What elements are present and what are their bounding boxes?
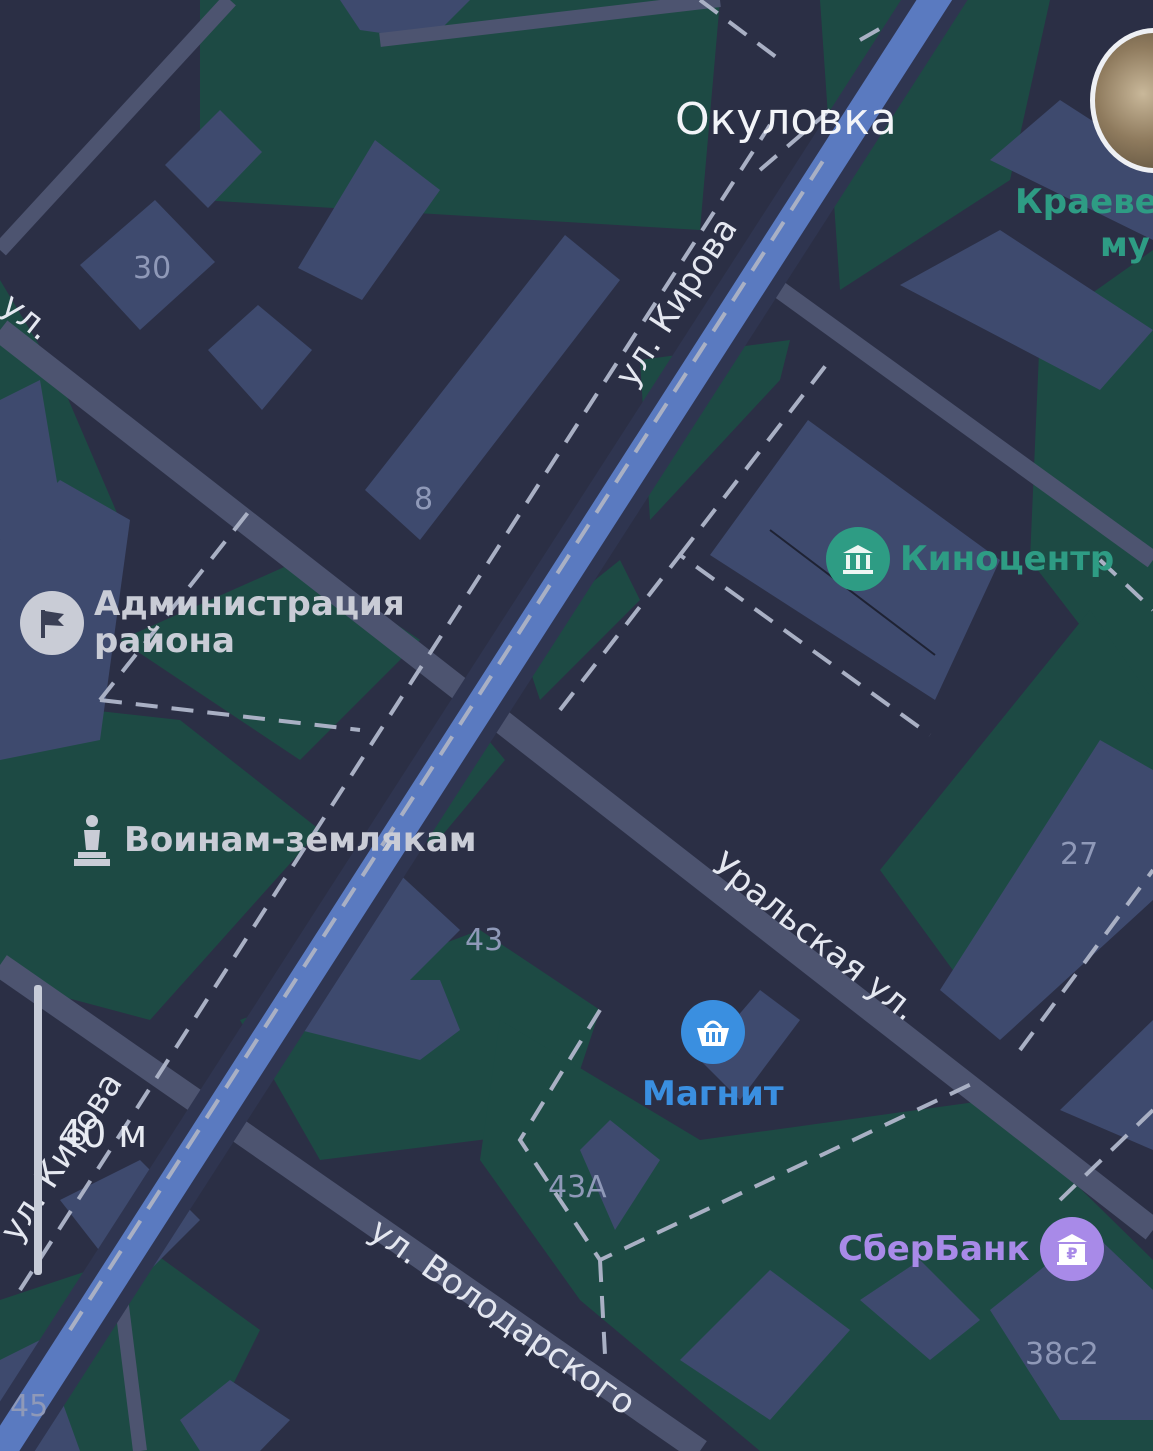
house-number-43a: 43А <box>548 1170 607 1205</box>
museum-label-line2[interactable]: му <box>1100 225 1150 265</box>
poi-magnit-label: Магнит <box>642 1074 784 1114</box>
svg-text:₽: ₽ <box>1066 1244 1077 1263</box>
house-number-45: 45 <box>10 1389 49 1424</box>
poi-kinocentr[interactable]: Киноцентр <box>826 527 1114 591</box>
scale-bar <box>34 985 42 1275</box>
poi-voinam-label: Воинам-землякам <box>124 819 477 860</box>
footpaths <box>98 0 1153 1356</box>
poi-sberbank-label: СберБанк <box>838 1228 1030 1269</box>
house-number-38c2: 38с2 <box>1025 1337 1099 1372</box>
house-number-30: 30 <box>133 251 172 286</box>
poi-magnit[interactable]: Магнит <box>642 1000 784 1113</box>
poi-administration-line1: Администрация <box>94 584 405 624</box>
monument-icon <box>70 812 114 868</box>
poi-sberbank[interactable]: СберБанк ₽ <box>838 1217 1104 1281</box>
place-name-label: Окуловка <box>675 94 897 145</box>
poi-kinocentr-label: Киноцентр <box>900 538 1115 579</box>
bank-icon: ₽ <box>1039 1217 1104 1281</box>
poi-administration[interactable]: Администрация района <box>20 586 405 659</box>
house-number-27: 27 <box>1060 837 1099 872</box>
building-outline <box>769 529 936 656</box>
house-number-43: 43 <box>465 923 504 958</box>
main-road-kirova <box>0 0 968 1451</box>
museum-icon <box>826 527 890 591</box>
flag-icon <box>20 590 84 655</box>
shopping-basket-icon <box>680 1000 745 1064</box>
house-number-8: 8 <box>414 482 434 517</box>
scale-label: 40 м <box>58 1112 148 1156</box>
poi-voinam[interactable]: Воинам-землякам <box>70 812 477 868</box>
museum-label-line1[interactable]: Краевед <box>1015 182 1153 222</box>
poi-administration-line2: района <box>94 620 235 661</box>
